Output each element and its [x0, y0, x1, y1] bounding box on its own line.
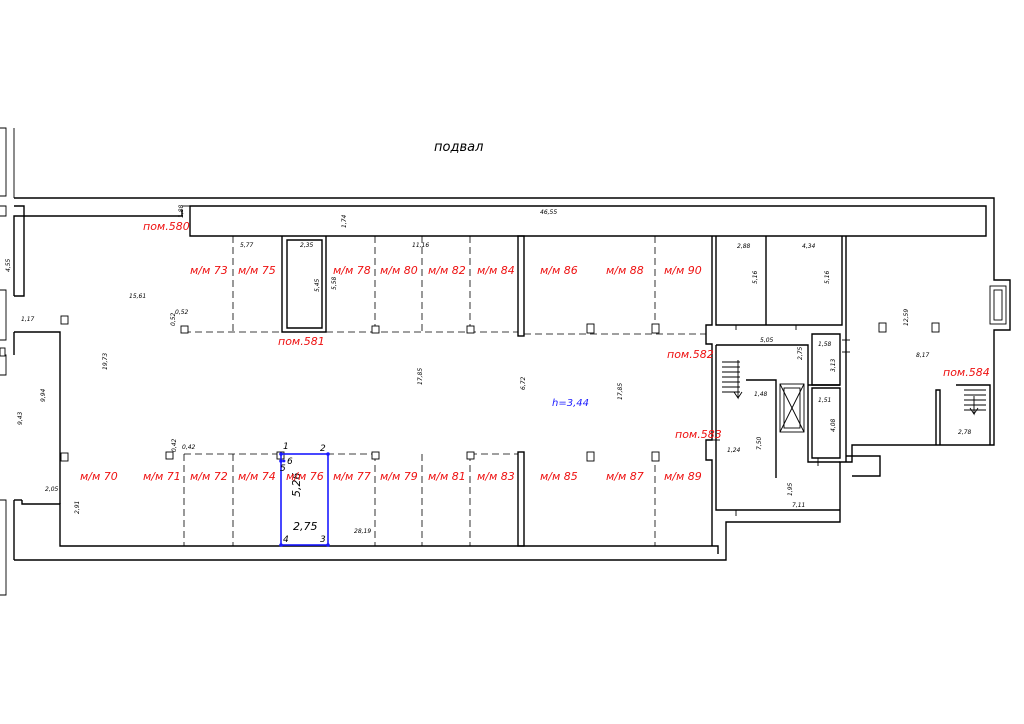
dim-0-42-b: 0,42 [182, 444, 196, 451]
dim-7-11: 7,11 [792, 502, 805, 509]
dim-5-16-a: 5,16 [752, 270, 759, 284]
room-581-label: пом.581 [278, 335, 325, 348]
parking-labels-top: м/м 73 м/м 75 м/м 78 м/м 80 м/м 82 м/м 8… [190, 264, 702, 277]
dim-1-48: 1,48 [754, 391, 768, 398]
dim-1-88: 1,88 [178, 204, 185, 218]
point-4: 4 [283, 535, 289, 545]
columns [0, 315, 940, 462]
spot-86-label: м/м 86 [540, 264, 578, 277]
dim-12-59: 12,59 [903, 309, 910, 326]
dim-8-17: 8,17 [916, 352, 930, 359]
point-2: 2 [320, 444, 326, 454]
spot-89-label: м/м 89 [664, 470, 702, 483]
parking-labels-bottom: м/м 70 м/м 71 м/м 72 м/м 74 м/м 76 м/м 7… [80, 470, 702, 483]
spot-73-label: м/м 73 [190, 264, 228, 277]
spot-width: 2,75 [293, 520, 318, 533]
point-5: 5 [280, 464, 286, 474]
spot-71-label: м/м 71 [143, 470, 181, 483]
point-6: 6 [287, 457, 293, 467]
dim-46-55: 46,55 [540, 209, 557, 216]
spot-84-label: м/м 84 [477, 264, 515, 277]
dim-1-58: 1,58 [818, 341, 832, 348]
outer-walls [13, 197, 1011, 561]
dim-6-72: 6,72 [520, 376, 527, 390]
spot-82-label: м/м 82 [428, 264, 466, 277]
selected-parking-spot[interactable]: 1 2 3 4 5 6 5,26 2,75 [279, 442, 330, 547]
spot-83-label: м/м 83 [477, 470, 515, 483]
dim-17-85-b: 17,85 [617, 383, 624, 400]
spot-76-label: м/м 76 [286, 470, 324, 483]
dim-9-94: 9,94 [40, 388, 47, 402]
dim-1-24: 1,24 [727, 447, 741, 454]
spot-87-label: м/м 87 [606, 470, 644, 483]
left-edge-structure [0, 127, 15, 596]
room-583-label: пом.583 [675, 428, 722, 441]
dim-5-16-b: 5,16 [824, 270, 831, 284]
dim-1-51: 1,51 [818, 397, 831, 404]
dim-4-34: 4,34 [802, 243, 816, 250]
parking-dividers [183, 236, 706, 546]
dim-5-77: 5,77 [240, 242, 254, 249]
dim-2-78: 2,78 [958, 429, 972, 436]
dim-11-16: 11,16 [412, 242, 429, 249]
dim-17-85-a: 17,85 [417, 368, 424, 385]
dim-1-74: 1,74 [341, 214, 348, 228]
dim-28-19: 28,19 [354, 528, 371, 535]
dim-2-88: 2,88 [737, 243, 751, 250]
dim-2-91: 2,91 [74, 501, 81, 514]
dim-19-73: 19,73 [102, 353, 109, 370]
dim-15-61: 15,61 [129, 293, 146, 300]
dim-0-52-a: 0,52 [170, 312, 177, 326]
spot-70-label: м/м 70 [80, 470, 118, 483]
dim-1-17: 1,17 [21, 316, 35, 323]
spot-80-label: м/м 80 [380, 264, 418, 277]
spot-74-label: м/м 74 [238, 470, 276, 483]
spot-81-label: м/м 81 [428, 470, 466, 483]
dim-2-35: 2,35 [300, 242, 314, 249]
room-labels: пом.580 пом.581 пом.582 пом.583 пом.584 [143, 220, 990, 441]
dim-7-50: 7,50 [756, 436, 763, 450]
dim-0-42-a: 0,42 [171, 438, 178, 452]
room-582-label: пом.582 [667, 348, 714, 361]
dim-5-45: 5,45 [314, 278, 321, 292]
inner-walls [13, 205, 991, 554]
point-3: 3 [320, 535, 326, 545]
spot-79-label: м/м 79 [380, 470, 418, 483]
spot-88-label: м/м 88 [606, 264, 644, 277]
dim-5-58: 5,58 [331, 276, 338, 290]
spot-75-label: м/м 75 [238, 264, 276, 277]
stair-right [964, 389, 986, 416]
dim-4-08: 4,08 [830, 418, 837, 432]
ceiling-height-label: h=3,44 [552, 398, 589, 409]
dim-0-52-b: 0,52 [175, 309, 189, 316]
point-1: 1 [283, 442, 289, 452]
room-584-label: пом.584 [943, 366, 990, 379]
dim-1-95: 1,95 [787, 482, 794, 496]
spot-90-label: м/м 90 [664, 264, 702, 277]
elevator-shaft [779, 383, 805, 433]
dim-4-55: 4,55 [5, 258, 12, 272]
stair-left [722, 360, 743, 400]
dim-9-43: 9,43 [17, 411, 24, 425]
dim-2-75: 2,75 [797, 346, 804, 360]
spot-72-label: м/м 72 [190, 470, 228, 483]
spot-78-label: м/м 78 [333, 264, 371, 277]
dimension-labels: 46,55 1,88 1,74 5,77 2,35 11,16 2,88 4,3… [5, 204, 972, 535]
spot-77-label: м/м 77 [333, 470, 371, 483]
room-580-label: пом.580 [143, 220, 190, 233]
dim-5-05: 5,05 [760, 337, 774, 344]
dim-3-13: 3,13 [830, 358, 837, 372]
spot-length: 5,26 [290, 473, 303, 498]
dim-2-05: 2,05 [45, 486, 59, 493]
floor-title: подвал [434, 140, 483, 155]
spot-85-label: м/м 85 [540, 470, 578, 483]
door-marks [712, 325, 850, 516]
